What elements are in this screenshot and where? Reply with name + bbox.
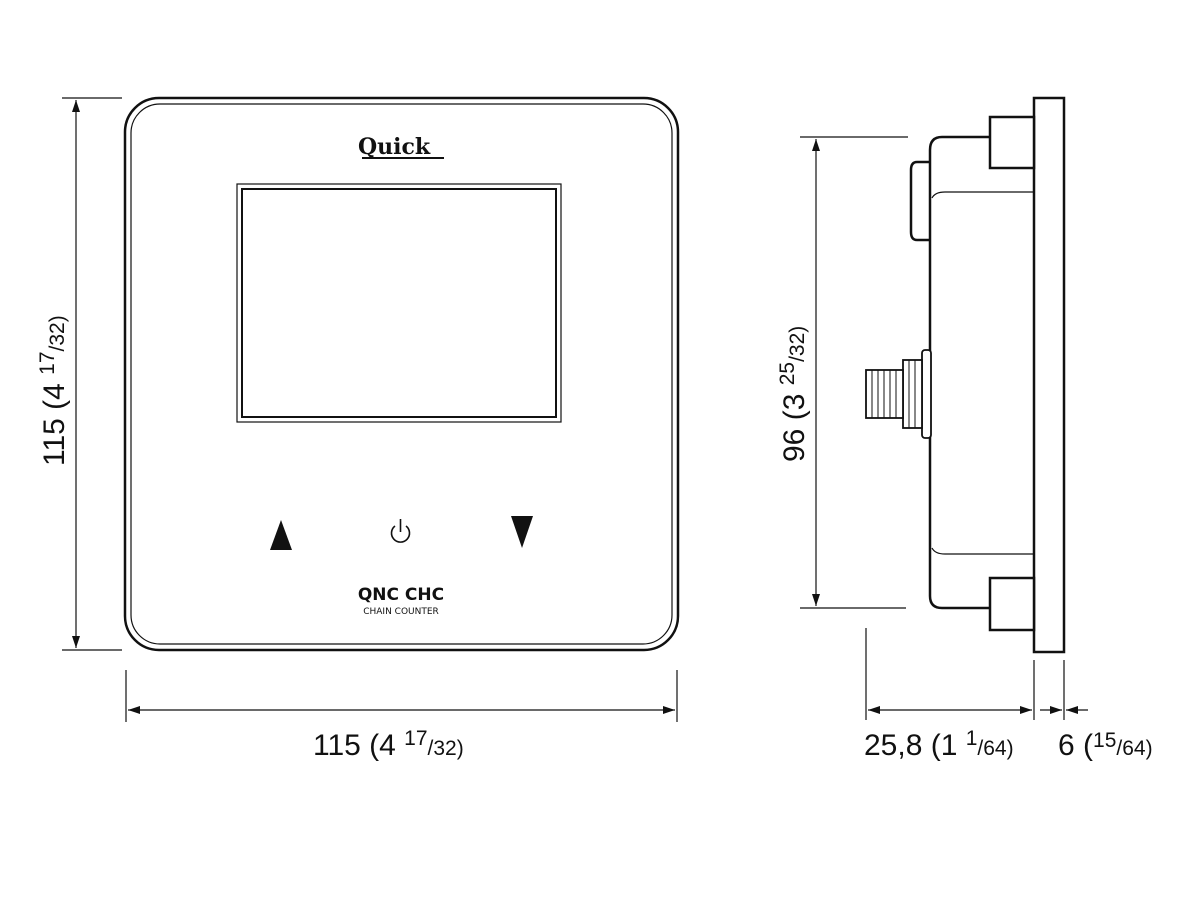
- model-subtitle: CHAIN COUNTER: [363, 607, 439, 617]
- side-height-label: 96 (3 25/32): [776, 326, 811, 462]
- plate-thickness-label: 6 (15/64): [1058, 729, 1153, 762]
- front-view: [123, 96, 680, 652]
- power-icon[interactable]: [390, 519, 411, 543]
- front-height-dimension: [62, 97, 122, 651]
- model-name: QNC CHC: [358, 585, 444, 605]
- quick-logo: Quick: [358, 134, 444, 160]
- front-height-label: 115 (4 17/32): [36, 315, 71, 466]
- up-arrow-icon[interactable]: [270, 520, 292, 550]
- display-screen: [236, 183, 562, 423]
- depth-dimension: [865, 628, 1088, 720]
- depth-label: 25,8 (1 1/64): [864, 727, 1014, 762]
- down-arrow-icon[interactable]: [511, 516, 533, 548]
- svg-text:Quick: Quick: [358, 134, 431, 160]
- front-width-label: 115 (4 17/32): [313, 727, 464, 762]
- side-view: [909, 96, 1066, 654]
- front-width-dimension: [125, 670, 678, 722]
- connector: [865, 349, 932, 439]
- side-height-dimension: [800, 136, 908, 609]
